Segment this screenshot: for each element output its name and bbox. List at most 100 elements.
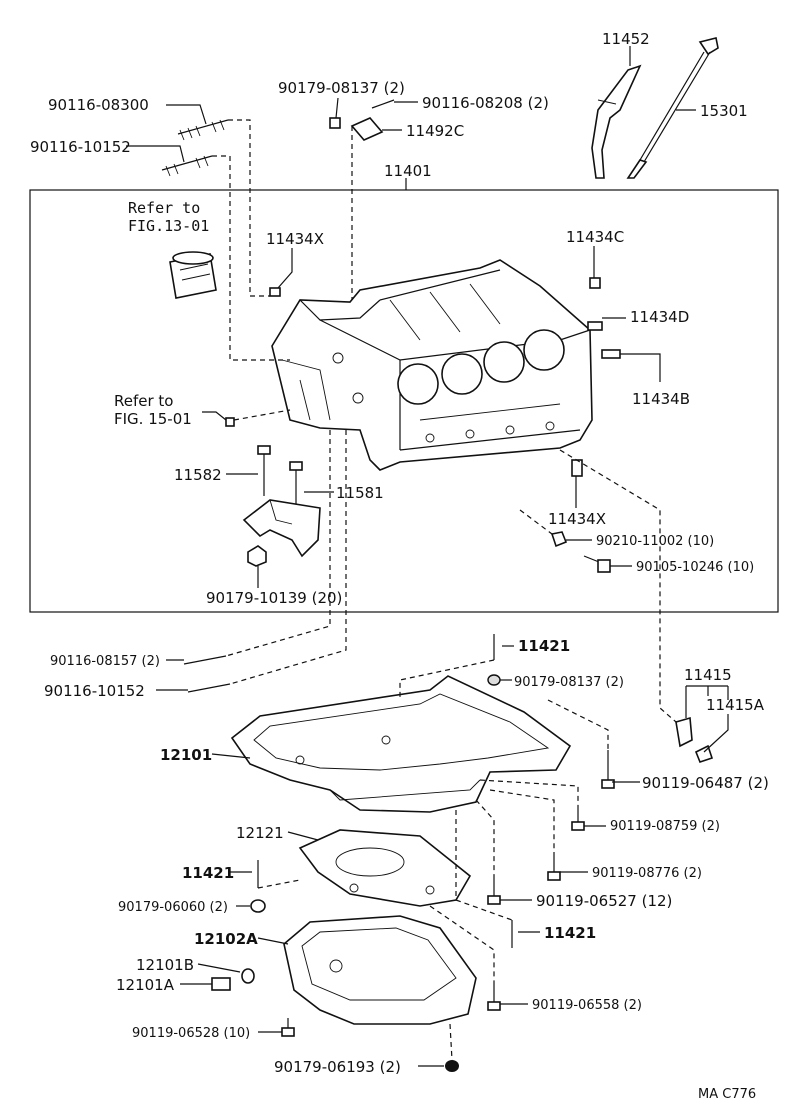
label-12121: 12121 <box>236 824 284 842</box>
label-11415a: 11415A <box>706 696 765 714</box>
label-12101b: 12101B <box>136 956 194 974</box>
dash-9 <box>399 659 495 700</box>
baffle-plate-12121 <box>298 829 472 907</box>
leader-08300 <box>166 104 207 125</box>
label-90179-06193: 90179-06193 (2) <box>274 1058 401 1076</box>
leader-11434x-top <box>277 248 293 289</box>
leader-12121 <box>287 831 319 841</box>
pin-11434c <box>589 277 601 289</box>
dash-11 <box>479 779 579 806</box>
label-90105-10246: 90105-10246 (10) <box>636 560 754 575</box>
stud-90116-10152-bottom <box>187 683 231 693</box>
nut-90179-08137-mid <box>487 674 501 686</box>
dash-7 <box>559 449 677 723</box>
bolt-90119-06528 <box>281 1018 295 1037</box>
label-90119-06528: 90119-06528 (10) <box>132 1026 250 1041</box>
label-90179-08137-mid: 90179-08137 (2) <box>514 675 624 690</box>
piston-reference-icon <box>169 251 217 299</box>
bolt-11582 <box>257 445 271 496</box>
label-11434c: 11434C <box>566 228 624 246</box>
nut-90179-10139 <box>247 545 267 567</box>
bolt-90105-10246 <box>583 555 611 573</box>
drain-plug-12101a <box>211 977 231 991</box>
dash-14 <box>455 810 513 921</box>
label-refer-15-line1: Refer to <box>114 392 173 410</box>
label-15301: 15301 <box>700 102 748 120</box>
label-11452: 11452 <box>602 30 650 48</box>
nut-90179-06193 <box>445 1060 459 1072</box>
label-90179-08137-top: 90179-08137 (2) <box>278 79 405 97</box>
leader-refer15 <box>202 411 227 421</box>
leader-11415a <box>703 714 729 753</box>
label-11434x-top: 11434X <box>266 230 324 248</box>
stud-90116-08300 <box>177 119 229 141</box>
plate-11492c <box>350 117 384 141</box>
oil-pan-upper <box>230 675 572 813</box>
label-12102a: 12102A <box>194 930 258 948</box>
dash-2 <box>212 155 290 361</box>
leader-11434b <box>620 353 661 382</box>
dash-13 <box>475 799 495 876</box>
label-11581: 11581 <box>336 484 384 502</box>
dash-10 <box>547 699 609 750</box>
bolt-90119-06487 <box>601 750 615 789</box>
label-11415: 11415 <box>684 666 732 684</box>
label-11421-b: 11421 <box>182 864 234 882</box>
dash-16 <box>429 905 495 984</box>
label-11421-c: 11421 <box>544 924 596 942</box>
dash-15 <box>257 879 301 889</box>
bolt-90119-06527 <box>487 876 501 905</box>
nut-90210-11002 <box>550 531 568 548</box>
bolt-90119-08759 <box>571 806 585 831</box>
cylinder-block-frame <box>29 189 779 613</box>
bolt-90119-06558 <box>487 984 501 1011</box>
label-90119-06487: 90119-06487 (2) <box>642 774 769 792</box>
nut-90179-08137-top <box>329 117 341 129</box>
label-90116-10152-top: 90116-10152 <box>30 138 131 156</box>
part-11415a <box>694 744 714 763</box>
bearing-cap <box>242 499 321 558</box>
oil-gauge-guide <box>591 64 642 179</box>
label-90119-06558: 90119-06558 (2) <box>532 998 642 1013</box>
dash-8 <box>519 509 553 535</box>
dash-17 <box>449 1023 453 1061</box>
pin-11434x-top <box>269 287 281 297</box>
label-11421-a: 11421 <box>518 637 570 655</box>
leader-12102a <box>257 937 289 945</box>
label-90119-08776: 90119-08776 (2) <box>592 866 702 881</box>
label-refer-15-line2: FIG. 15-01 <box>114 410 192 428</box>
label-refer-13-line2: FIG.13-01 <box>128 217 209 235</box>
oil-pan-lower <box>283 915 477 1025</box>
label-11434x-bottom: 11434X <box>548 510 606 528</box>
pin-11434b <box>601 349 621 359</box>
label-11401: 11401 <box>384 162 432 180</box>
label-90116-08208: 90116-08208 (2) <box>422 94 549 112</box>
label-refer-13-line1: Refer to <box>128 199 200 217</box>
label-90116-08300: 90116-08300 <box>48 96 149 114</box>
gasket-12101b <box>241 968 255 984</box>
pin-11434x-bottom <box>571 459 583 477</box>
label-90179-10139: 90179-10139 (20) <box>206 589 342 607</box>
label-90116-08157: 90116-08157 (2) <box>50 654 160 669</box>
label-11492c: 11492C <box>406 122 464 140</box>
stud-90116-10152-top <box>161 155 213 177</box>
leader-12101 <box>211 753 251 759</box>
leader-11415 <box>685 685 729 718</box>
figure-code: MA C776 <box>698 1087 756 1102</box>
label-90210-11002: 90210-11002 (10) <box>596 534 714 549</box>
label-11434d: 11434D <box>630 308 689 326</box>
stud-90116-08157 <box>183 655 227 665</box>
dash-12 <box>489 789 555 852</box>
dash-6 <box>229 430 347 685</box>
dash-5 <box>225 430 331 657</box>
label-11434b: 11434B <box>632 390 690 408</box>
label-11582: 11582 <box>174 466 222 484</box>
label-12101: 12101 <box>160 746 212 764</box>
dash-4 <box>233 409 291 421</box>
label-12101a: 12101A <box>116 976 175 994</box>
plug-refer-15 <box>225 417 235 427</box>
leader-08137 <box>335 97 339 119</box>
leader-10152-top <box>126 145 185 163</box>
